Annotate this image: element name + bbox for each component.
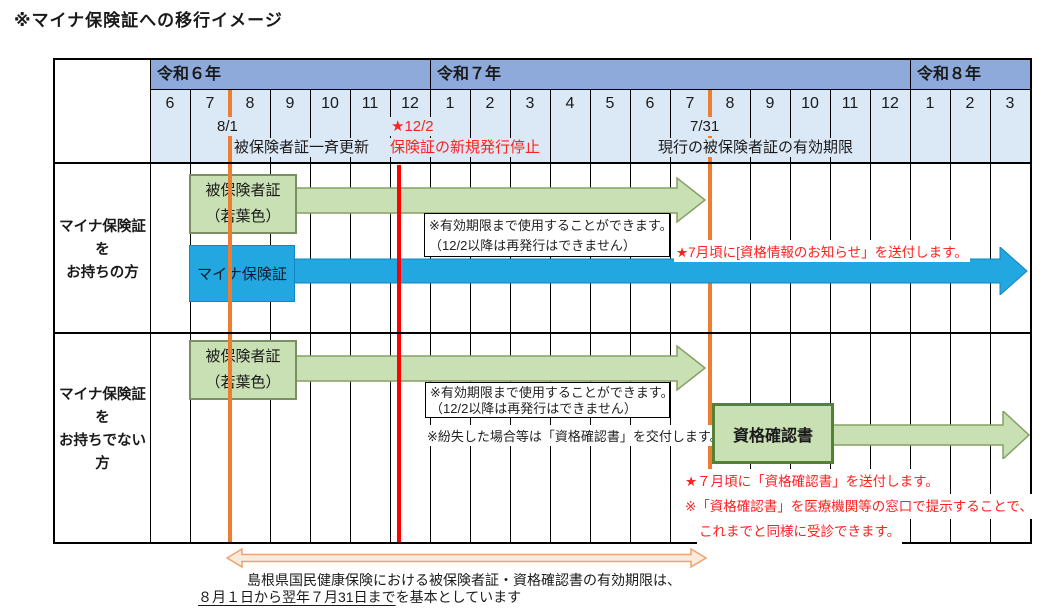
note-box-row1: ※有効期限まで使用することができます。 （12/2以降は再発行はできません） <box>424 213 673 257</box>
month-cell: 3 <box>1005 95 1015 112</box>
month-cell: 9 <box>765 95 775 112</box>
header-body-divider <box>55 162 1030 164</box>
row-label-has-myna: マイナ保険証を お持ちの方 <box>59 219 146 281</box>
milestone-label-dec2: 保険証の新規発行停止 <box>388 138 543 157</box>
column-gridline <box>950 90 951 542</box>
milestone-date-jul31: 7/31 <box>688 117 722 136</box>
month-cell: 11 <box>841 95 859 112</box>
column-gridline <box>390 90 391 542</box>
cert-box-row1: 被保険者証 （若葉色） <box>189 174 297 234</box>
red-notes-row2: ★７月頃に「資格確認書」を送付します。 ※「資格確認書」を医療機関等の窓口で提示… <box>683 469 1035 544</box>
column-gridline <box>630 90 631 542</box>
month-cell: 1 <box>925 95 935 112</box>
footer-text-line1: 島根県国民健康保険における被保険者証・資格確認書の有効期限は、 <box>247 572 681 588</box>
month-cell: 7 <box>205 95 215 112</box>
month-cell: 3 <box>525 95 535 112</box>
row-label-no-myna: マイナ保険証を お持ちでない方 <box>59 387 146 472</box>
column-gridline <box>830 90 831 542</box>
column-gridline <box>990 90 991 542</box>
red-note-send: ★７月頃に「資格確認書」を送付します。 <box>683 469 941 494</box>
milestone-line-dec2 <box>397 165 401 542</box>
lost-cert-note: ※紛失した場合等は「資格確認書」を交付します。 <box>425 425 725 446</box>
column-gridline <box>870 90 871 542</box>
page-title: ※マイナ保険証への移行イメージ <box>14 11 283 30</box>
validity-period-double-arrow <box>226 548 708 568</box>
month-cell: 2 <box>965 95 975 112</box>
note-box-row2: ※有効期限まで使用することができます。 （12/2以降は再発行はできません） <box>425 382 674 418</box>
milestone-line-aug1 <box>228 90 232 542</box>
milestone-date-dec2: ★12/2 <box>389 117 436 136</box>
red-note-present: ※「資格確認書」を医療機関等の窓口で提示することで、 <box>683 494 1035 519</box>
column-gridline <box>590 90 591 542</box>
month-cell: 11 <box>361 95 379 112</box>
row-divider <box>55 332 1030 334</box>
month-cell: 7 <box>685 95 695 112</box>
month-cell: 2 <box>485 95 495 112</box>
month-cell: 8 <box>245 95 255 112</box>
month-cell: 4 <box>565 95 575 112</box>
column-gridline <box>270 90 271 542</box>
milestone-label-aug1: 被保険者証一斉更新 <box>232 138 372 157</box>
column-gridline <box>510 90 511 542</box>
footer-underlined-period: ８月１日から翌年７月31日まで <box>198 589 396 605</box>
month-cell: 12 <box>881 95 899 112</box>
column-gridline <box>470 90 471 542</box>
column-gridline <box>190 90 191 542</box>
month-cell: 10 <box>801 95 819 112</box>
month-cell: 6 <box>165 95 175 112</box>
month-cell: 9 <box>285 95 295 112</box>
month-cell: 10 <box>321 95 339 112</box>
column-gridline <box>670 90 671 542</box>
column-gridline <box>910 90 911 542</box>
column-gridline <box>750 90 751 542</box>
column-gridline <box>350 90 351 542</box>
red-note-row1: ★7月頃に[資格情報のお知らせ」を送付します。 <box>674 240 970 262</box>
myna-card-box: マイナ保険証 <box>189 245 295 302</box>
cert-validity-arrow-row1 <box>292 176 707 224</box>
column-gridline <box>310 90 311 542</box>
footer-text-line2: ８月１日から翌年７月31日までを基本としています <box>198 589 522 605</box>
column-gridline <box>550 90 551 542</box>
year-header-reiwa6: 令和６年 <box>150 60 430 90</box>
month-cell: 6 <box>645 95 655 112</box>
month-cell: 8 <box>725 95 735 112</box>
month-cell: 5 <box>605 95 615 112</box>
shikaku-kakuninsho-box: 資格確認書 <box>712 403 834 464</box>
month-cell: 1 <box>445 95 455 112</box>
milestone-date-aug1: 8/1 <box>215 117 240 136</box>
milestone-line-jul31 <box>708 90 712 542</box>
milestone-label-jul31: 現行の被保険者証の有効期限 <box>656 138 856 157</box>
cert-validity-arrow-row2 <box>292 344 707 392</box>
label-column-divider <box>150 60 151 542</box>
column-gridline <box>430 90 431 542</box>
month-cell: 12 <box>401 95 419 112</box>
column-gridline <box>790 90 791 542</box>
year-header-reiwa8: 令和８年 <box>910 60 1030 90</box>
year-header-reiwa7: 令和７年 <box>430 60 910 90</box>
cert-box-row2: 被保険者証 （若葉色） <box>189 340 297 400</box>
red-note-same: これまでと同様に受診できます。 <box>697 519 903 544</box>
